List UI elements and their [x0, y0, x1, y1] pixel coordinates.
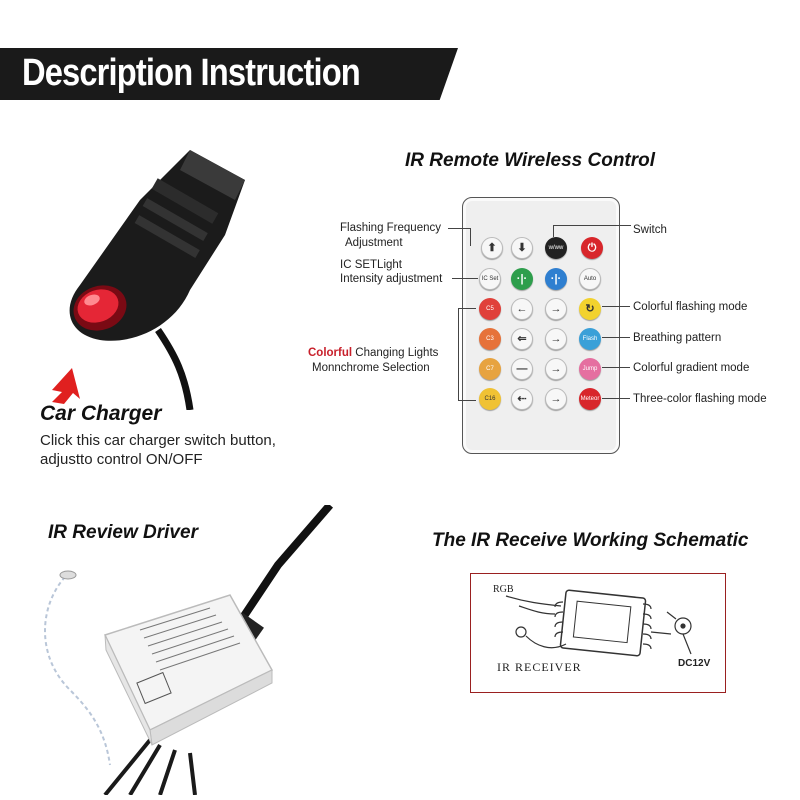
label-switch: Switch: [633, 224, 667, 236]
key-blue[interactable]: ·|·: [545, 268, 567, 290]
key-meteor[interactable]: Meteor: [579, 388, 601, 410]
key-colorful-flash[interactable]: ↻: [579, 298, 601, 320]
leader-line: [448, 228, 470, 229]
leader-line: [602, 367, 630, 368]
label-three-color: Three-color flashing mode: [633, 393, 767, 405]
leader-line: [602, 306, 630, 307]
leader-line: [553, 225, 631, 226]
ir-driver-image: [44, 505, 334, 795]
key-power[interactable]: ⏻: [581, 237, 603, 259]
key-left-3[interactable]: —: [511, 358, 533, 380]
car-charger-image: [52, 150, 245, 410]
key-down[interactable]: ⬇: [511, 237, 533, 259]
label-colorful-flashing: Colorful flashing mode: [633, 301, 748, 313]
leader-line: [602, 337, 630, 338]
key-green[interactable]: ·|·: [511, 268, 533, 290]
bracket-line: [458, 308, 459, 400]
schematic-rgb-label: RGB: [493, 584, 514, 595]
bracket-line: [458, 308, 476, 309]
schematic-dc-label: DC12V: [678, 658, 711, 669]
schematic-diagram: RGB IR RECEIVER DC12V: [470, 573, 726, 693]
key-right-2[interactable]: →: [545, 328, 567, 350]
header-banner: [0, 48, 458, 100]
driver-title: IR Review Driver: [48, 522, 198, 543]
schematic-drawing: [505, 589, 692, 657]
bracket-line: [458, 400, 476, 401]
key-right-1[interactable]: →: [545, 298, 567, 320]
label-flash-freq-2: Adjustment: [345, 237, 403, 249]
charger-desc-line2: adjustto control ON/OFF: [40, 451, 203, 468]
charger-desc-line1: Click this car charger switch button,: [40, 432, 276, 449]
leader-line: [470, 228, 471, 246]
key-right-4[interactable]: →: [545, 388, 567, 410]
remote-title: IR Remote Wireless Control: [405, 150, 656, 171]
label-gradient: Colorful gradient mode: [633, 362, 750, 374]
leader-line: [452, 278, 478, 279]
key-c16[interactable]: C16: [479, 388, 501, 410]
key-left-1[interactable]: ←: [511, 298, 533, 320]
key-auto[interactable]: Auto: [579, 268, 601, 290]
leader-line: [553, 225, 554, 237]
schematic-title: The IR Receive Working Schematic: [432, 530, 749, 551]
key-c5[interactable]: C5: [479, 298, 501, 320]
key-left-2[interactable]: ⇐: [511, 328, 533, 350]
key-flash[interactable]: Flash: [579, 328, 601, 350]
label-ic-set-1: IC SETLight: [340, 259, 402, 271]
key-jump[interactable]: Jump: [579, 358, 601, 380]
schematic-receiver-label: IR RECEIVER: [497, 660, 582, 674]
key-speed[interactable]: w/ww: [545, 237, 567, 259]
key-up[interactable]: ⬆: [481, 237, 503, 259]
key-right-3[interactable]: →: [545, 358, 567, 380]
ir-remote: ⬆ ⬇ w/ww ⏻ IC Set ·|· ·|· Auto C5 ← → ↻ …: [462, 197, 620, 454]
leader-line: [602, 398, 630, 399]
label-ic-set-2: Intensity adjustment: [340, 273, 443, 285]
key-left-4[interactable]: ⇠: [511, 388, 533, 410]
charger-title: Car Charger: [40, 402, 162, 425]
label-changing-lights: Colorful Changing Lights: [308, 347, 439, 359]
label-monochrome: Monnchrome Selection: [312, 362, 430, 374]
page-title: Description Instruction: [22, 52, 361, 94]
key-c7[interactable]: C7: [479, 358, 501, 380]
label-breathing: Breathing pattern: [633, 332, 722, 344]
label-flash-freq-1: Flashing Frequency: [340, 222, 441, 234]
key-c3[interactable]: C3: [479, 328, 501, 350]
red-arrow-icon: [52, 368, 80, 404]
key-ic-set[interactable]: IC Set: [479, 268, 501, 290]
